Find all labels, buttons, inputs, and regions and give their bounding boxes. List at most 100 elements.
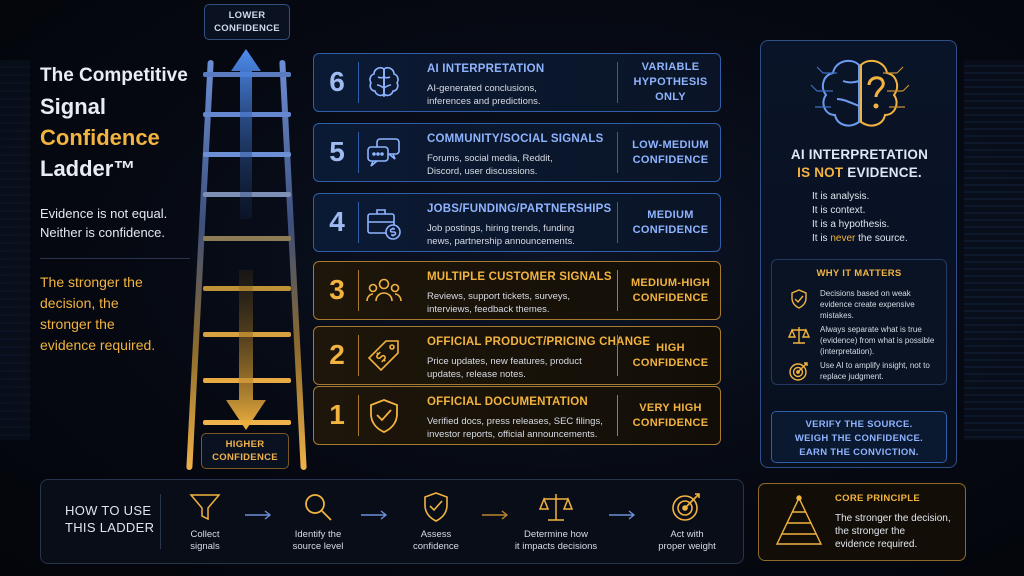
step-label-line: Act with <box>670 529 704 540</box>
level-title: COMMUNITY/SOCIAL SIGNALS <box>427 133 604 145</box>
row-divider <box>617 202 618 243</box>
step-label-line: proper weight <box>658 541 716 552</box>
level-desc-line: Reviews, support tickets, surveys, <box>427 291 571 302</box>
row-divider <box>358 335 359 376</box>
level-description: Price updates, new features, product upd… <box>427 355 617 381</box>
core-principle-title: CORE PRINCIPLE <box>835 493 920 504</box>
subtitle-line-2: Neither is confidence. <box>40 225 166 240</box>
confidence-line: ONLY <box>655 91 686 103</box>
verify-box: VERIFY THE SOURCE. WEIGH THE CONFIDENCE.… <box>771 411 947 463</box>
row-divider <box>617 335 618 376</box>
level-description: Reviews, support tickets, surveys, inter… <box>427 290 617 316</box>
row-divider <box>617 270 618 311</box>
level-description: Verified docs, press releases, SEC filin… <box>427 415 617 441</box>
confidence-line: VERY HIGH <box>639 401 702 414</box>
side-line-1: It is analysis. <box>812 191 870 202</box>
confidence-line: LOW-MEDIUM <box>632 138 709 151</box>
level-desc-line: AI-generated conclusions, <box>427 83 537 94</box>
level-title: MULTIPLE CUSTOMER SIGNALS <box>427 271 612 283</box>
how-to-use-title: HOW TO USE THIS LADDER <box>65 502 154 536</box>
side-heading-line-1: AI INTERPRETATION <box>790 147 929 162</box>
step-label-line: Assess <box>420 529 452 540</box>
level-desc-line: updates, release notes. <box>427 369 526 380</box>
level-row-5: 5 COMMUNITY/SOCIAL SIGNALS Forums, socia… <box>313 123 721 182</box>
why-item-text: Use AI to amplify insight, not to replac… <box>820 361 930 381</box>
shield-check-icon <box>370 399 398 433</box>
row-divider <box>358 270 359 311</box>
step-label-line: Identify the <box>294 529 342 540</box>
how-to-title-line-2: THIS LADDER <box>65 520 155 535</box>
tagline: The stronger the decision, the stronger … <box>40 272 190 356</box>
step-label-line: Determine how <box>524 529 588 540</box>
row-divider <box>358 132 359 173</box>
level-row-6: 6 AI INTERPRETATION AI-generated conclus… <box>313 53 721 112</box>
level-number: 5 <box>329 136 345 167</box>
how-to-divider <box>160 494 161 549</box>
row-divider <box>358 202 359 243</box>
confidence-line: CONFIDENCE <box>632 291 709 304</box>
level-desc-line: Forums, social media, Reddit, <box>427 153 553 164</box>
people-group-icon <box>366 278 402 302</box>
core-line-3: evidence required. <box>835 539 918 550</box>
level-row-4: 4 JOBS/FUNDING/PARTNERSHIPS Job postings… <box>313 193 721 252</box>
arrow-right-icon <box>482 510 509 520</box>
step-label-line: Collect <box>190 529 220 540</box>
core-line-2: the stronger the <box>835 526 906 537</box>
row-divider <box>617 395 618 436</box>
arrow-right-icon <box>609 510 636 520</box>
higher-confidence-line-1: HIGHER <box>225 439 265 450</box>
subtitle-line-1: Evidence is not equal. <box>40 206 168 221</box>
level-title: OFFICIAL DOCUMENTATION <box>427 396 588 408</box>
row-divider <box>358 395 359 436</box>
level-row-2: 2 OFFICIAL PRODUCT/PRICING CHANGE Price … <box>313 326 721 385</box>
scales-icon <box>539 494 573 521</box>
step-label-line: confidence <box>413 541 459 552</box>
level-number: 4 <box>329 206 345 237</box>
title-line-4: Ladder™ <box>40 156 136 181</box>
funnel-icon <box>189 494 221 521</box>
level-description: AI-generated conclusions, inferences and… <box>427 82 617 108</box>
arrow-right-icon <box>245 510 272 520</box>
briefcase-dollar-icon <box>367 209 401 240</box>
confidence-line: HIGH <box>656 341 685 354</box>
level-number: 1 <box>329 399 345 430</box>
why-it-matters-title: WHY IT MATTERS <box>816 268 902 279</box>
side-heading-rest: EVIDENCE. <box>843 165 922 180</box>
why-item-text: Decisions based on weak evidence create … <box>820 289 915 320</box>
row-divider <box>617 62 618 103</box>
confidence-line: MEDIUM-HIGH <box>630 276 711 289</box>
price-tag-icon <box>367 340 399 372</box>
subtitle: Evidence is not equal. Neither is confid… <box>40 204 167 242</box>
level-number: 2 <box>329 339 345 370</box>
level-row-1: 1 OFFICIAL DOCUMENTATION Verified docs, … <box>313 386 721 445</box>
pyramid-icon <box>775 495 823 545</box>
side-line-4: It is never the source. <box>812 233 908 244</box>
level-title: JOBS/FUNDING/PARTNERSHIPS <box>427 203 612 215</box>
confidence-line: HYPOTHESIS <box>633 76 708 88</box>
side-line-2: It is context. <box>812 205 866 216</box>
shield-check-icon <box>424 492 448 522</box>
level-description: Forums, social media, Reddit, Discord, u… <box>427 152 617 178</box>
shield-check-icon <box>791 289 807 309</box>
level-row-3: 3 MULTIPLE CUSTOMER SIGNALS Reviews, sup… <box>313 261 721 320</box>
target-icon <box>672 493 700 521</box>
level-desc-line: Discord, user discussions. <box>427 166 538 177</box>
ladder-rung <box>203 236 291 241</box>
magnifier-icon <box>305 494 332 521</box>
arrow-down-icon <box>226 270 266 430</box>
higher-confidence-label: HIGHER CONFIDENCE <box>201 433 289 469</box>
level-number: 3 <box>329 274 345 305</box>
confidence-line: CONFIDENCE <box>632 416 709 429</box>
tagline-line-1: The stronger the <box>40 274 143 290</box>
level-desc-line: Price updates, new features, product <box>427 356 582 367</box>
tagline-line-3: stronger the <box>40 316 115 332</box>
verify-line-2: WEIGH THE CONFIDENCE. <box>794 433 924 444</box>
level-desc-line: inferences and predictions. <box>427 96 541 107</box>
divider <box>40 258 190 259</box>
